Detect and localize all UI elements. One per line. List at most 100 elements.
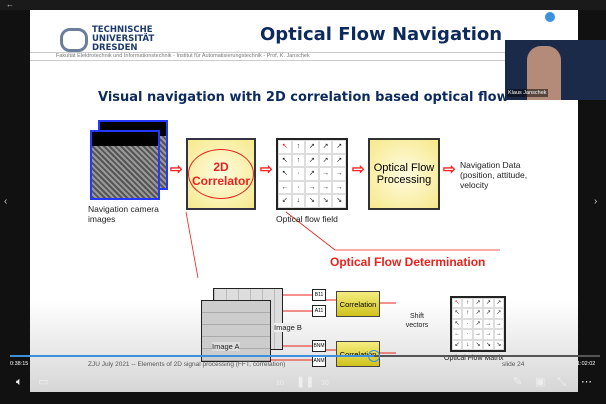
flow-vector: ↗ xyxy=(305,140,319,154)
flow-vector: ↓ xyxy=(291,194,306,208)
flow-vector: ↗ xyxy=(332,153,346,168)
next-slide-icon[interactable]: › xyxy=(594,196,598,207)
correlator-label: 2D Correlator xyxy=(188,149,254,199)
flow-vector: ↖ xyxy=(278,167,292,181)
flow-vector: → xyxy=(318,180,333,195)
progress-handle[interactable] xyxy=(368,350,381,362)
pen-icon[interactable]: ✎ xyxy=(513,376,523,388)
flow-vector: ↗ xyxy=(472,298,484,309)
flow-vector: → xyxy=(483,318,494,330)
faculty-line: Fakultät Elektrotechnik und Informations… xyxy=(56,53,310,59)
divider xyxy=(30,60,578,61)
flow-vector: ↗ xyxy=(305,153,319,168)
elapsed-time: 0:38:15 xyxy=(10,361,29,367)
slide-subtitle: Visual navigation with 2D correlation ba… xyxy=(98,90,509,105)
flow-vector: ↗ xyxy=(472,318,484,330)
flow-vector: ↙ xyxy=(452,339,463,350)
skip-forward-button[interactable]: 30 xyxy=(321,380,329,387)
flow-vector: → xyxy=(318,167,333,181)
flow-vector: ↗ xyxy=(332,140,346,154)
subblock-b11: B11 xyxy=(312,289,326,301)
more-icon[interactable]: ⋯ xyxy=(581,376,592,388)
back-icon[interactable]: ← xyxy=(6,0,14,9)
flow-vector: → xyxy=(493,329,504,340)
flow-vector: ↘ xyxy=(332,194,346,208)
flow-arrow-icon: ⇨ xyxy=(352,161,365,178)
captions-icon[interactable]: ▭ xyxy=(38,376,49,388)
logo-line: UNIVERSITÄT xyxy=(92,34,155,44)
slide-title: Optical Flow Navigation xyxy=(260,24,503,45)
slide-footer: ZJU July 2021 -- Elements of 2D signal p… xyxy=(88,361,286,368)
flow-vector: ↖ xyxy=(278,153,292,168)
correlator-box: 2D Correlator xyxy=(186,138,256,210)
flow-vector: → xyxy=(332,167,346,181)
camera-caption: Navigation camera images xyxy=(88,204,159,224)
flow-vector: ↘ xyxy=(305,194,319,208)
top-bar: ← xyxy=(0,0,606,10)
pip-icon[interactable]: ▣ xyxy=(535,376,546,388)
logo-line: DRESDEN xyxy=(92,43,138,53)
logo-seal-icon xyxy=(60,27,88,52)
skip-back-button[interactable]: 10 xyxy=(276,380,284,387)
flow-vector: ← xyxy=(452,329,463,340)
flow-vector: ↖ xyxy=(452,318,463,330)
flow-arrow-icon: ⇨ xyxy=(443,161,456,178)
processing-box: Optical Flow Processing xyxy=(368,138,440,210)
flow-vector: → xyxy=(483,329,494,340)
flow-vector: · xyxy=(462,329,473,340)
flow-vector: ↗ xyxy=(493,308,504,319)
flow-vector: ↖ xyxy=(452,298,463,309)
flow-vector: ↘ xyxy=(472,339,484,350)
matrix-caption: Optical Flow Matrix xyxy=(444,355,504,362)
progress-fill xyxy=(10,355,375,357)
flow-vector: ↑ xyxy=(291,140,306,154)
flow-vector: · xyxy=(291,180,306,195)
correlation-box: Correlation xyxy=(336,291,380,317)
flow-field-caption: Optical flow field xyxy=(276,214,338,224)
flow-vector: ↑ xyxy=(462,308,473,319)
flow-vector: ↖ xyxy=(452,308,463,319)
total-time: 1:02:02 xyxy=(577,361,596,367)
volume-icon[interactable]: 🔈︎ xyxy=(16,376,23,388)
flow-vector: ↑ xyxy=(291,153,306,168)
image-b-label: Image B xyxy=(274,323,302,332)
optical-flow-field: ↖↑↗↗↗↖↑↗↗↗↖·↗→→←·→→→↙↓↘↘↘ xyxy=(276,138,348,210)
subblock-bnm: BNM xyxy=(312,340,326,352)
flow-vector: · xyxy=(462,318,473,330)
exit-fullscreen-icon[interactable]: ⤡ xyxy=(557,376,566,388)
flow-vector: → xyxy=(305,180,319,195)
flow-vector: ↘ xyxy=(493,339,504,350)
flow-vector: ↖ xyxy=(278,140,292,154)
flow-arrow-icon: ⇨ xyxy=(170,161,183,178)
flow-vector: ↗ xyxy=(305,167,319,181)
flow-vector: ↗ xyxy=(318,140,333,154)
pause-icon[interactable]: ❚❚ xyxy=(296,376,315,388)
flow-vector: ↗ xyxy=(493,298,504,309)
flow-vector: · xyxy=(291,167,306,181)
nav-data-label: Navigation Data (position, attitude, vel… xyxy=(460,160,528,190)
determination-title: Optical Flow Determination xyxy=(330,255,486,269)
flow-vector: ← xyxy=(278,180,292,195)
flow-vector: ↗ xyxy=(483,298,494,309)
flow-vector: ↙ xyxy=(278,194,292,208)
flow-vector: ↘ xyxy=(483,339,494,350)
presenter-name: Klaus Janschek xyxy=(507,89,548,97)
flow-vector: → xyxy=(493,318,504,330)
flow-vector: ↗ xyxy=(483,308,494,319)
prev-slide-icon[interactable]: ‹ xyxy=(4,196,8,207)
flow-vector: ↑ xyxy=(462,298,473,309)
divider xyxy=(30,52,578,53)
processing-label: Optical Flow Processing xyxy=(373,162,435,186)
flow-vector: ↘ xyxy=(318,194,333,208)
subblock-a11: A11 xyxy=(312,305,326,317)
optical-flow-matrix: ↖↑↗↗↗↖↑↗↗↗↖·↗→→←·→→→↙↓↘↘↘ xyxy=(450,296,506,352)
flow-vector: ↗ xyxy=(472,308,484,319)
webcam-video[interactable]: Klaus Janschek xyxy=(505,40,606,100)
flow-vector: → xyxy=(472,329,484,340)
flow-vector: ↓ xyxy=(462,339,473,350)
cursor-dot xyxy=(545,12,555,22)
shift-vectors-label: Shift vectors xyxy=(405,313,429,329)
slide-number: slide 24 xyxy=(502,361,525,368)
